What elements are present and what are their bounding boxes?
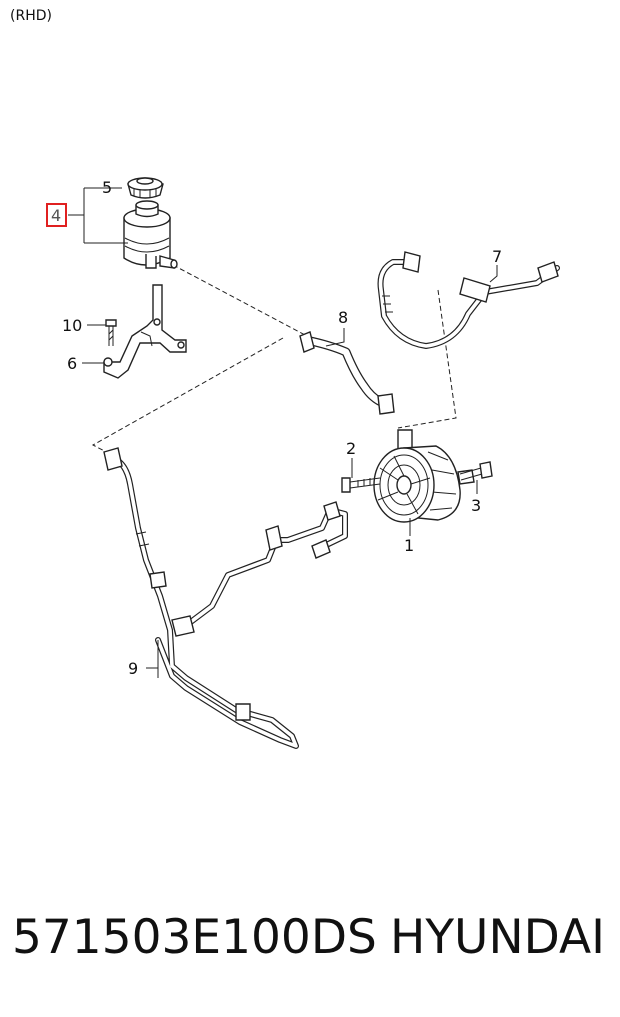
pump-bolt-left[interactable]: [341, 477, 381, 493]
suction-hose[interactable]: [299, 331, 395, 415]
callout-labels: 5 4 10 6 8 7 2 3 1 9: [46, 178, 502, 678]
pump-pressure-line[interactable]: [185, 501, 348, 627]
pressure-hose-upper[interactable]: [377, 251, 560, 349]
brand-name: HYUNDAI: [390, 910, 605, 965]
part-number: 571503E100DS: [12, 910, 377, 965]
callout-7: 7: [492, 247, 502, 266]
callout-2: 2: [346, 439, 356, 458]
callout-5: 5: [102, 178, 112, 197]
callout-4-highlight-box: [46, 203, 67, 227]
callout-10: 10: [62, 316, 82, 335]
bracket-bolt[interactable]: [105, 319, 117, 346]
reservoir-bracket[interactable]: [103, 284, 187, 379]
pump-bolt-right[interactable]: [459, 461, 493, 481]
callout-1: 1: [404, 536, 414, 555]
footer: 571503E100DS HYUNDAI: [12, 910, 612, 980]
power-steering-pump[interactable]: [373, 429, 475, 523]
power-steering-diagram: 5 4 10 6 8 7 2 3 1 9: [46, 177, 560, 749]
callout-8: 8: [338, 308, 348, 327]
callout-3: 3: [471, 496, 481, 515]
return-hose-line[interactable]: [103, 447, 299, 749]
callout-6: 6: [67, 354, 77, 373]
callout-4[interactable]: 4: [51, 206, 61, 225]
callout-9: 9: [128, 659, 138, 678]
reservoir-tank[interactable]: [123, 200, 178, 269]
reservoir-cap[interactable]: [127, 177, 164, 199]
rhd-note: (RHD): [10, 8, 52, 24]
leader-lines: [68, 187, 498, 678]
dashed-connection-lines: [91, 264, 457, 456]
